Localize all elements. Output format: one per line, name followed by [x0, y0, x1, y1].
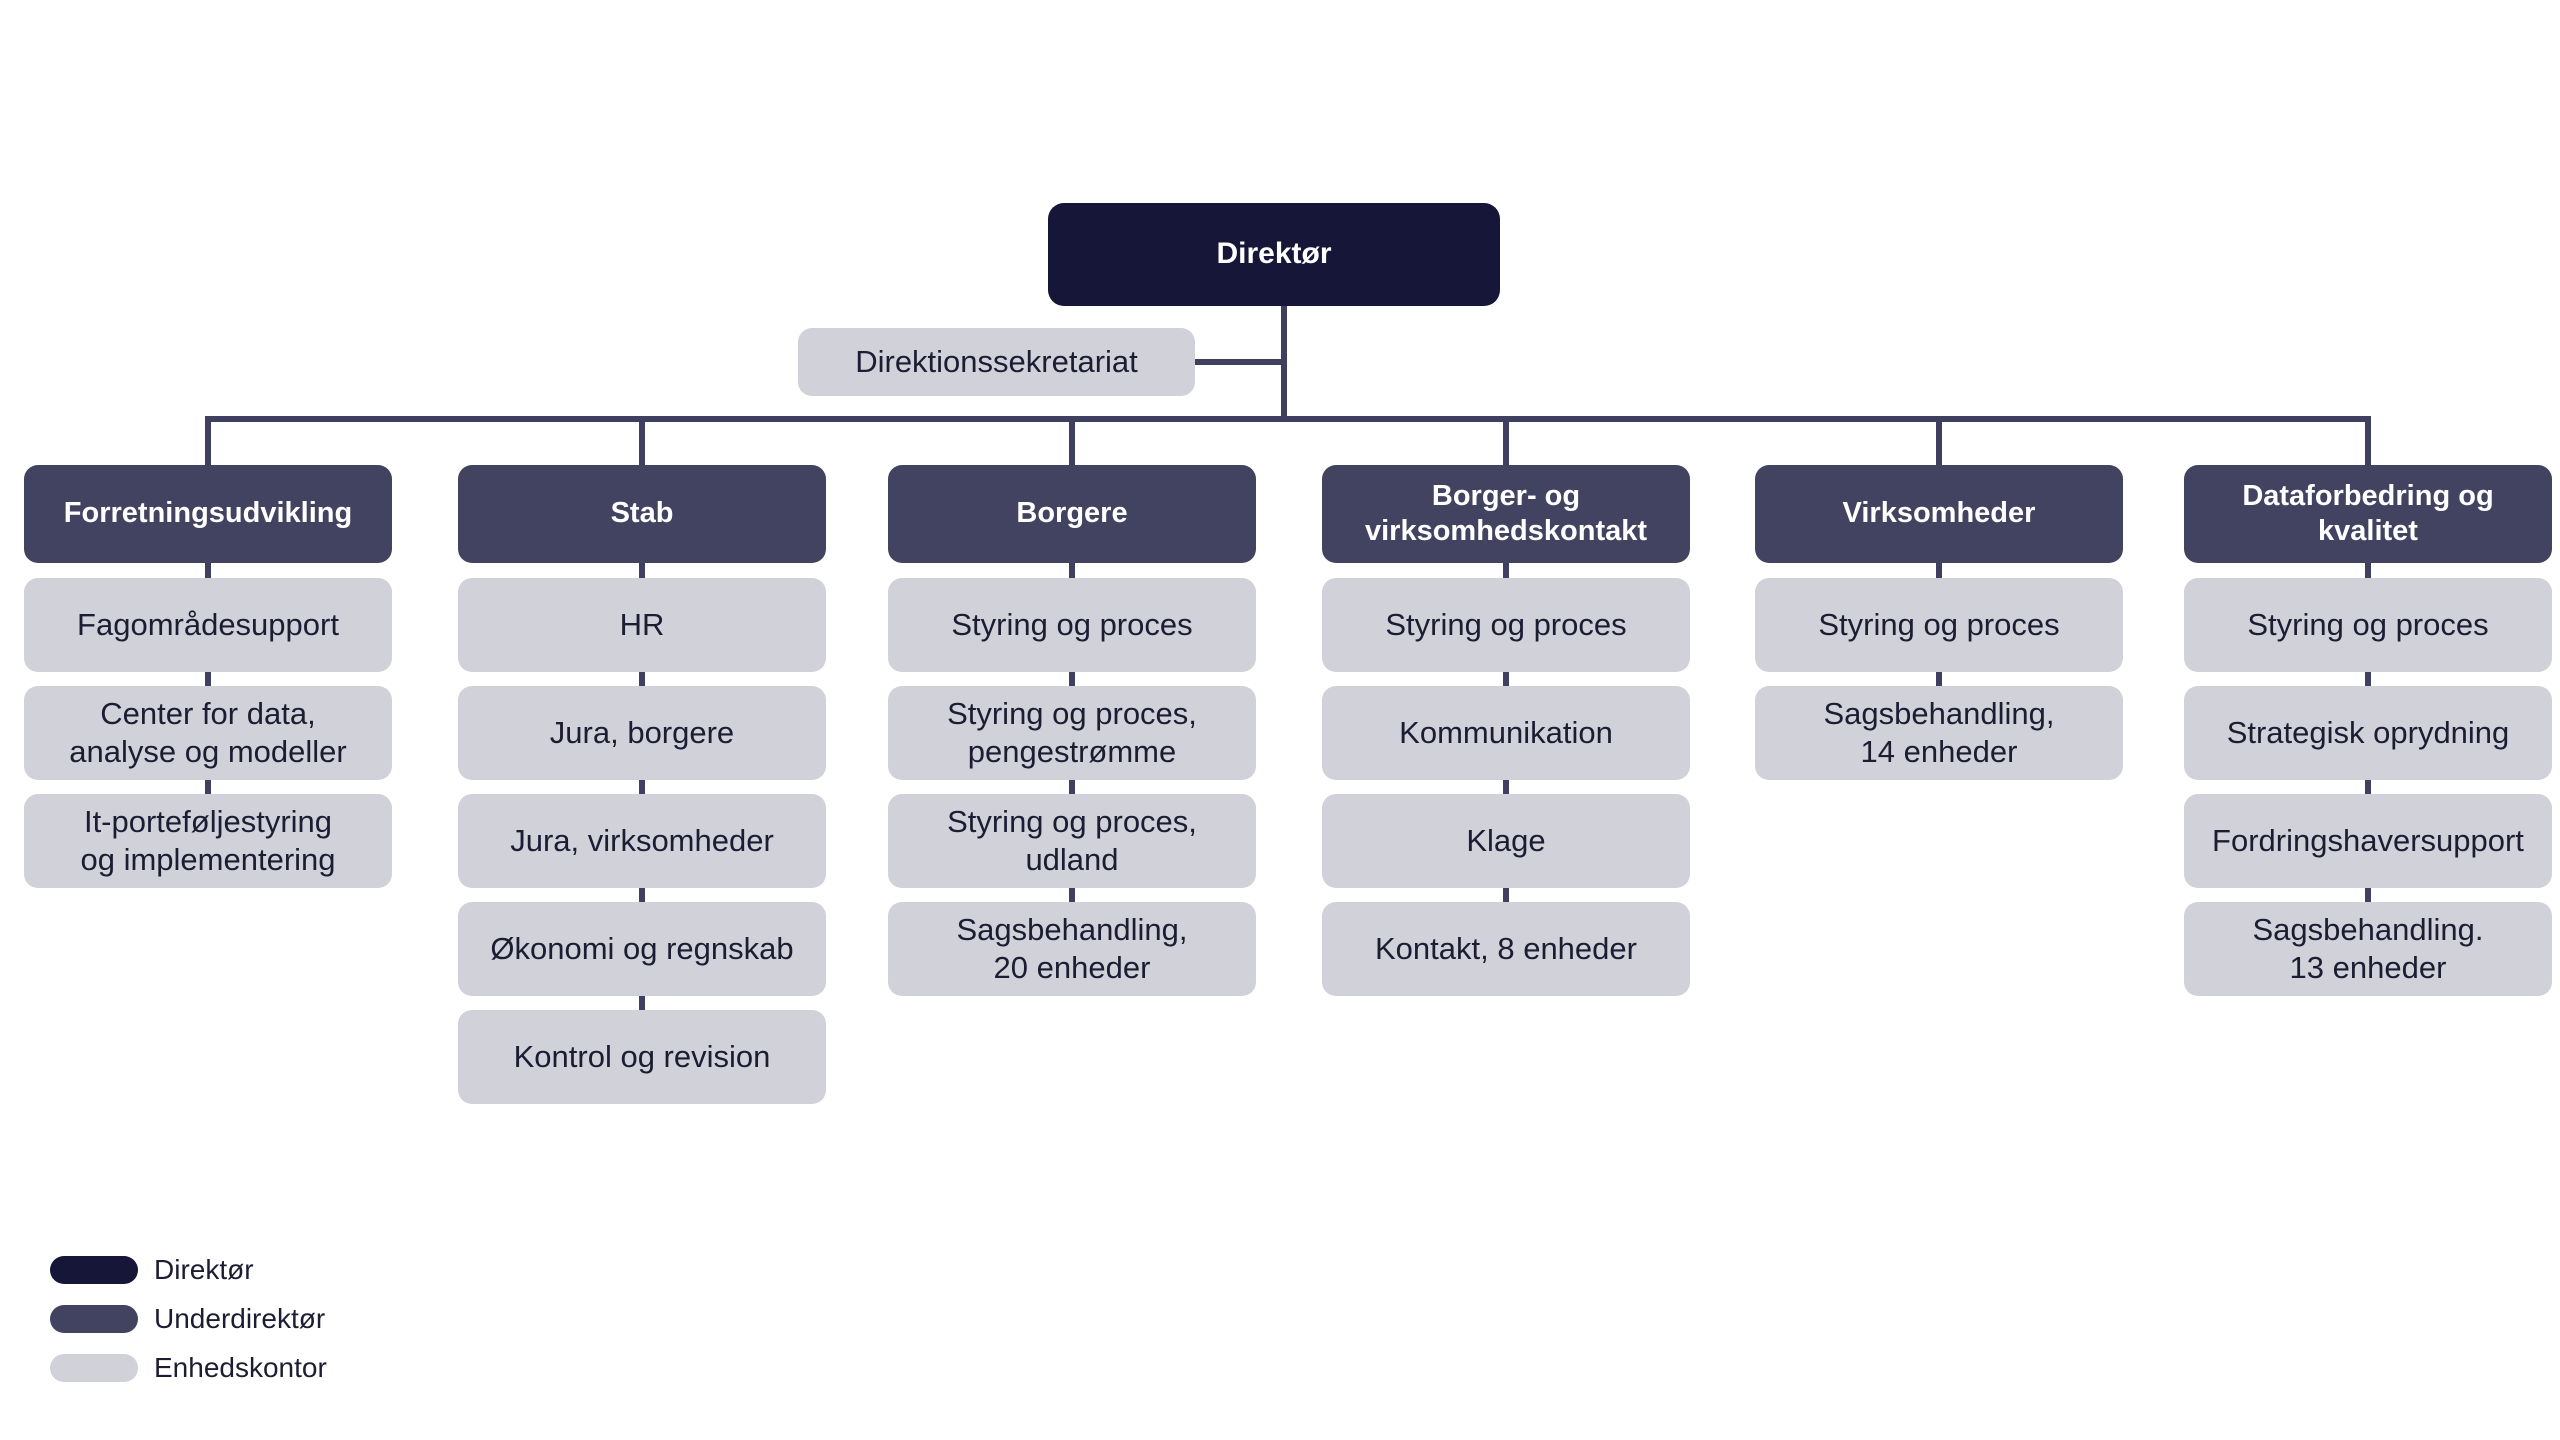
department-connector	[2365, 416, 2371, 949]
legend-swatch-underdirektor	[50, 1304, 138, 1333]
unit-box: Styring og proces	[1755, 578, 2123, 672]
department-box: Forretningsudvikling	[24, 465, 392, 563]
horizontal-bus-connector	[205, 416, 2371, 422]
legend-item-underdirektor: Underdirektør	[50, 1294, 327, 1343]
direktionssekretariat-box: Direktionssekretariat	[798, 328, 1195, 396]
department-box: Virksomheder	[1755, 465, 2123, 563]
department-box-label: Stab	[610, 497, 674, 530]
unit-box: Sagsbehandling. 13 enheder	[2184, 902, 2552, 996]
unit-box: Sagsbehandling, 14 enheder	[1755, 686, 2123, 780]
department-connector	[1069, 416, 1075, 949]
department-box-label: Virksomheder	[1842, 497, 2036, 530]
legend-swatch-enhedskontor	[50, 1353, 138, 1382]
unit-box-label: Styring og proces, udland	[947, 804, 1197, 877]
unit-box: Jura, virksomheder	[458, 794, 826, 888]
direktor-label: Direktør	[1216, 237, 1332, 271]
legend-swatch-direktor	[50, 1255, 138, 1284]
unit-box-label: Strategisk oprydning	[2226, 715, 2510, 751]
department-box: Dataforbedring og kvalitet	[2184, 465, 2552, 563]
department-box-label: Borgere	[1016, 497, 1128, 530]
unit-box-label: Kontrol og revision	[513, 1039, 771, 1075]
sekretariat-connector	[1193, 359, 1283, 365]
unit-box-label: Center for data, analyse og modeller	[69, 696, 347, 769]
unit-box: Jura, borgere	[458, 686, 826, 780]
unit-box: Styring og proces	[888, 578, 1256, 672]
unit-box-label: Sagsbehandling, 14 enheder	[1823, 696, 2055, 769]
unit-box: Sagsbehandling, 20 enheder	[888, 902, 1256, 996]
legend-item-enhedskontor: Enhedskontor	[50, 1343, 327, 1392]
unit-box: It-porteføljestyring og implementering	[24, 794, 392, 888]
unit-box: Klage	[1322, 794, 1690, 888]
unit-box: Kontrol og revision	[458, 1010, 826, 1104]
direktor-box: Direktør	[1048, 203, 1500, 306]
unit-box-label: Fagområdesupport	[77, 607, 339, 643]
department-connector	[1503, 416, 1509, 949]
department-box-label: Borger- og virksomhedskontakt	[1364, 479, 1648, 547]
legend-item-direktor: Direktør	[50, 1245, 327, 1294]
unit-box-label: Klage	[1466, 823, 1546, 859]
unit-box: Styring og proces	[1322, 578, 1690, 672]
unit-box: Fagområdesupport	[24, 578, 392, 672]
unit-box-label: Fordringshaversupport	[2212, 823, 2524, 859]
unit-box-label: Sagsbehandling. 13 enheder	[2252, 912, 2484, 985]
unit-box-label: Jura, virksomheder	[510, 823, 774, 859]
unit-box-label: Økonomi og regnskab	[490, 931, 794, 967]
unit-box-label: Sagsbehandling, 20 enheder	[956, 912, 1188, 985]
trunk-connector	[1281, 304, 1287, 418]
unit-box: Styring og proces, pengestrømme	[888, 686, 1256, 780]
legend-label: Underdirektør	[154, 1302, 326, 1334]
legend-label: Direktør	[154, 1253, 254, 1285]
department-connector	[1936, 416, 1942, 733]
department-box: Stab	[458, 465, 826, 563]
legend-label: Enhedskontor	[154, 1351, 327, 1383]
unit-box: Styring og proces, udland	[888, 794, 1256, 888]
unit-box: HR	[458, 578, 826, 672]
unit-box: Økonomi og regnskab	[458, 902, 826, 996]
unit-box: Fordringshaversupport	[2184, 794, 2552, 888]
department-box: Borger- og virksomhedskontakt	[1322, 465, 1690, 563]
unit-box-label: Kontakt, 8 enheder	[1375, 931, 1637, 967]
unit-box-label: HR	[619, 607, 665, 643]
unit-box-label: Styring og proces	[1385, 607, 1627, 643]
unit-box: Styring og proces	[2184, 578, 2552, 672]
unit-box-label: Styring og proces	[951, 607, 1193, 643]
unit-box: Kontakt, 8 enheder	[1322, 902, 1690, 996]
unit-box-label: Kommunikation	[1399, 715, 1613, 751]
unit-box-label: Styring og proces	[1818, 607, 2060, 643]
unit-box-label: Jura, borgere	[549, 715, 735, 751]
department-box-label: Forretningsudvikling	[63, 497, 353, 530]
department-box: Borgere	[888, 465, 1256, 563]
unit-box: Center for data, analyse og modeller	[24, 686, 392, 780]
legend: Direktør Underdirektør Enhedskontor	[50, 1245, 327, 1392]
direktionssekretariat-label: Direktionssekretariat	[855, 344, 1138, 380]
unit-box-label: Styring og proces	[2247, 607, 2489, 643]
unit-box: Strategisk oprydning	[2184, 686, 2552, 780]
unit-box: Kommunikation	[1322, 686, 1690, 780]
department-box-label: Dataforbedring og kvalitet	[2242, 479, 2494, 547]
unit-box-label: It-porteføljestyring og implementering	[80, 804, 336, 877]
unit-box-label: Styring og proces, pengestrømme	[947, 696, 1197, 769]
